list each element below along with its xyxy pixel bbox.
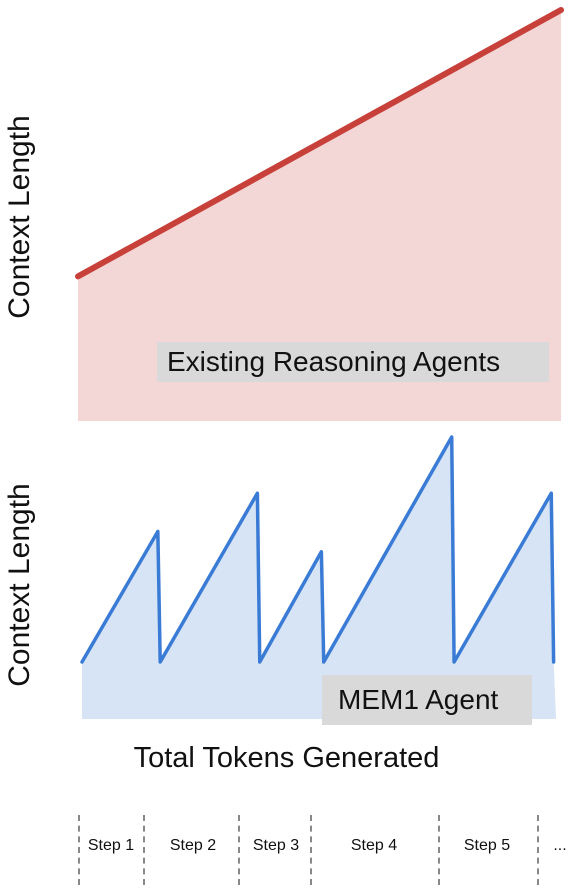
x-axis-label: Total Tokens Generated xyxy=(133,742,440,774)
step-divider xyxy=(310,815,312,885)
step-divider xyxy=(78,815,80,885)
step-label: ... xyxy=(553,837,567,854)
step-divider xyxy=(143,815,145,885)
step-label: Step 3 xyxy=(252,837,300,854)
step-label: Step 2 xyxy=(169,837,217,854)
mem1-agent-line xyxy=(80,435,556,664)
step-divider xyxy=(238,815,240,885)
step-label: Step 4 xyxy=(350,837,398,854)
existing-agents-area xyxy=(78,10,561,421)
top-y-axis-label: Context Length xyxy=(3,115,36,319)
bottom-legend-label: MEM1 Agent xyxy=(322,675,532,725)
mem1-agent-area xyxy=(82,437,556,719)
bottom-y-axis-label: Context Length xyxy=(3,483,36,687)
step-divider xyxy=(438,815,440,885)
step-label: Step 1 xyxy=(87,837,135,854)
step-label: Step 5 xyxy=(463,837,511,854)
step-strip: Step 1 Step 2 Step 3 Step 4 Step 5... xyxy=(0,815,573,885)
step-divider xyxy=(537,815,539,885)
existing-agents-line xyxy=(75,7,564,280)
top-legend-label: Existing Reasoning Agents xyxy=(157,342,549,382)
